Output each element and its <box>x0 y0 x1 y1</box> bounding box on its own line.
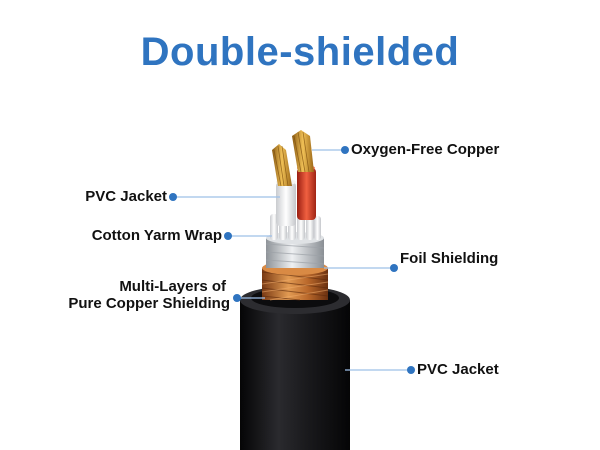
callout-dot-cotton-yarn-wrap <box>224 232 232 240</box>
red-insulated-conductor <box>297 165 316 220</box>
callout-dot-copper-shielding <box>233 294 241 302</box>
outer-pvc-jacket <box>240 286 350 450</box>
label-cotton-yarn-wrap: Cotton Yarm Wrap <box>91 227 222 244</box>
callout-dots <box>169 146 415 374</box>
label-foil-shielding: Foil Shielding <box>400 250 499 267</box>
label-oxygen-free-copper: Oxygen-Free Copper <box>351 141 500 158</box>
callout-dot-pvc-jacket-outer <box>407 366 415 374</box>
page-title: Double-shielded <box>140 30 460 74</box>
label-pvc-jacket-outer: PVC Jacket <box>417 361 499 378</box>
callout-dot-pvc-jacket-inner <box>169 193 177 201</box>
label-copper-shielding-line2: Pure Copper Shielding <box>68 295 230 312</box>
callout-dot-oxygen-free-copper <box>341 146 349 154</box>
inner-pvc-insulation <box>276 179 296 226</box>
label-copper-shielding-line1: Multi-Layers of <box>119 278 226 295</box>
callout-dot-foil-shielding <box>390 264 398 272</box>
label-pvc-jacket-inner: PVC Jacket <box>85 188 167 205</box>
callout-lines <box>175 149 409 371</box>
oxygen-free-copper-strands <box>272 130 314 187</box>
